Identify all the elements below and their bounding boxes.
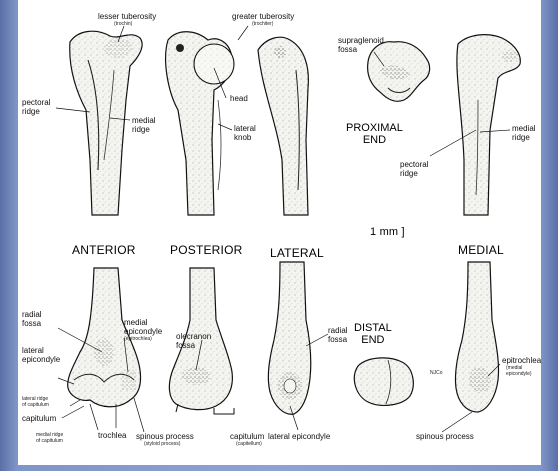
label-olecranon-fossa: olecranon fossa [176,332,211,350]
label-greater-tuberosity: greater tuberosity (trochiter) [232,12,294,27]
posterior-proximal-bone [166,32,234,215]
view-medial: MEDIAL [458,243,504,257]
lateral-proximal-bone [258,37,308,215]
label-spinous-process-anterior: spinous process (styloid process) [136,432,194,447]
label-medial-epicondyle: medial epicondyle (epitrochlea) [124,318,162,342]
label-pectoral-ridge-anterior: pectoral ridge [22,98,50,116]
view-posterior: POSTERIOR [170,243,242,257]
medial-proximal-bone [457,35,520,215]
medial-distal-bone [455,262,498,412]
label-lateral-epicondyle-anterior: lateral epicondyle [22,346,60,364]
label-lateral-knob: lateral knob [234,124,256,142]
scale-bar-label: 1 mm ] [370,226,405,238]
label-trochlea: trochlea [98,431,126,440]
label-spinous-process-medial: spinous process [416,432,474,441]
view-lateral: LATERAL [270,246,324,260]
label-capitulum-anterior: capitulum [22,414,56,423]
label-lesser-tuberosity: lesser tuberosity (trochin) [98,12,156,27]
label-lateral-ridge-capitulum: lateral ridge of capitulum [22,396,49,408]
label-distal-end: DISTAL END [354,322,392,346]
label-lateral-epicondyle-lateral: lateral epicondyle [268,432,330,441]
label-head: head [230,94,248,103]
label-medial-ridge-medial: medial ridge [512,124,536,142]
illustration-plate: lesser tuberosity (trochin) greater tube… [18,0,541,465]
view-anterior: ANTERIOR [72,243,136,257]
label-radial-fossa-anterior: radial fossa [22,310,42,328]
label-capitulum-posterior: capitulum (capitellum) [230,432,264,447]
label-radial-fossa-lateral: radial fossa [328,326,348,344]
humerus-illustration [18,0,541,465]
label-proximal-end: PROXIMAL END [346,122,403,146]
label-medial-ridge-anterior: medial ridge [132,116,156,134]
label-supraglenoid-fossa: supraglenoid fossa [338,36,384,54]
label-epitrochlea: epitrochlea (medial epicondyle) [502,356,541,377]
label-medial-ridge-capitulum: medial ridge of capitulum [36,432,63,444]
signature: NJCo [430,370,443,376]
label-pectoral-ridge-medial: pectoral ridge [400,160,428,178]
lateral-distal-bone [268,262,310,414]
distal-end-view [354,358,413,405]
